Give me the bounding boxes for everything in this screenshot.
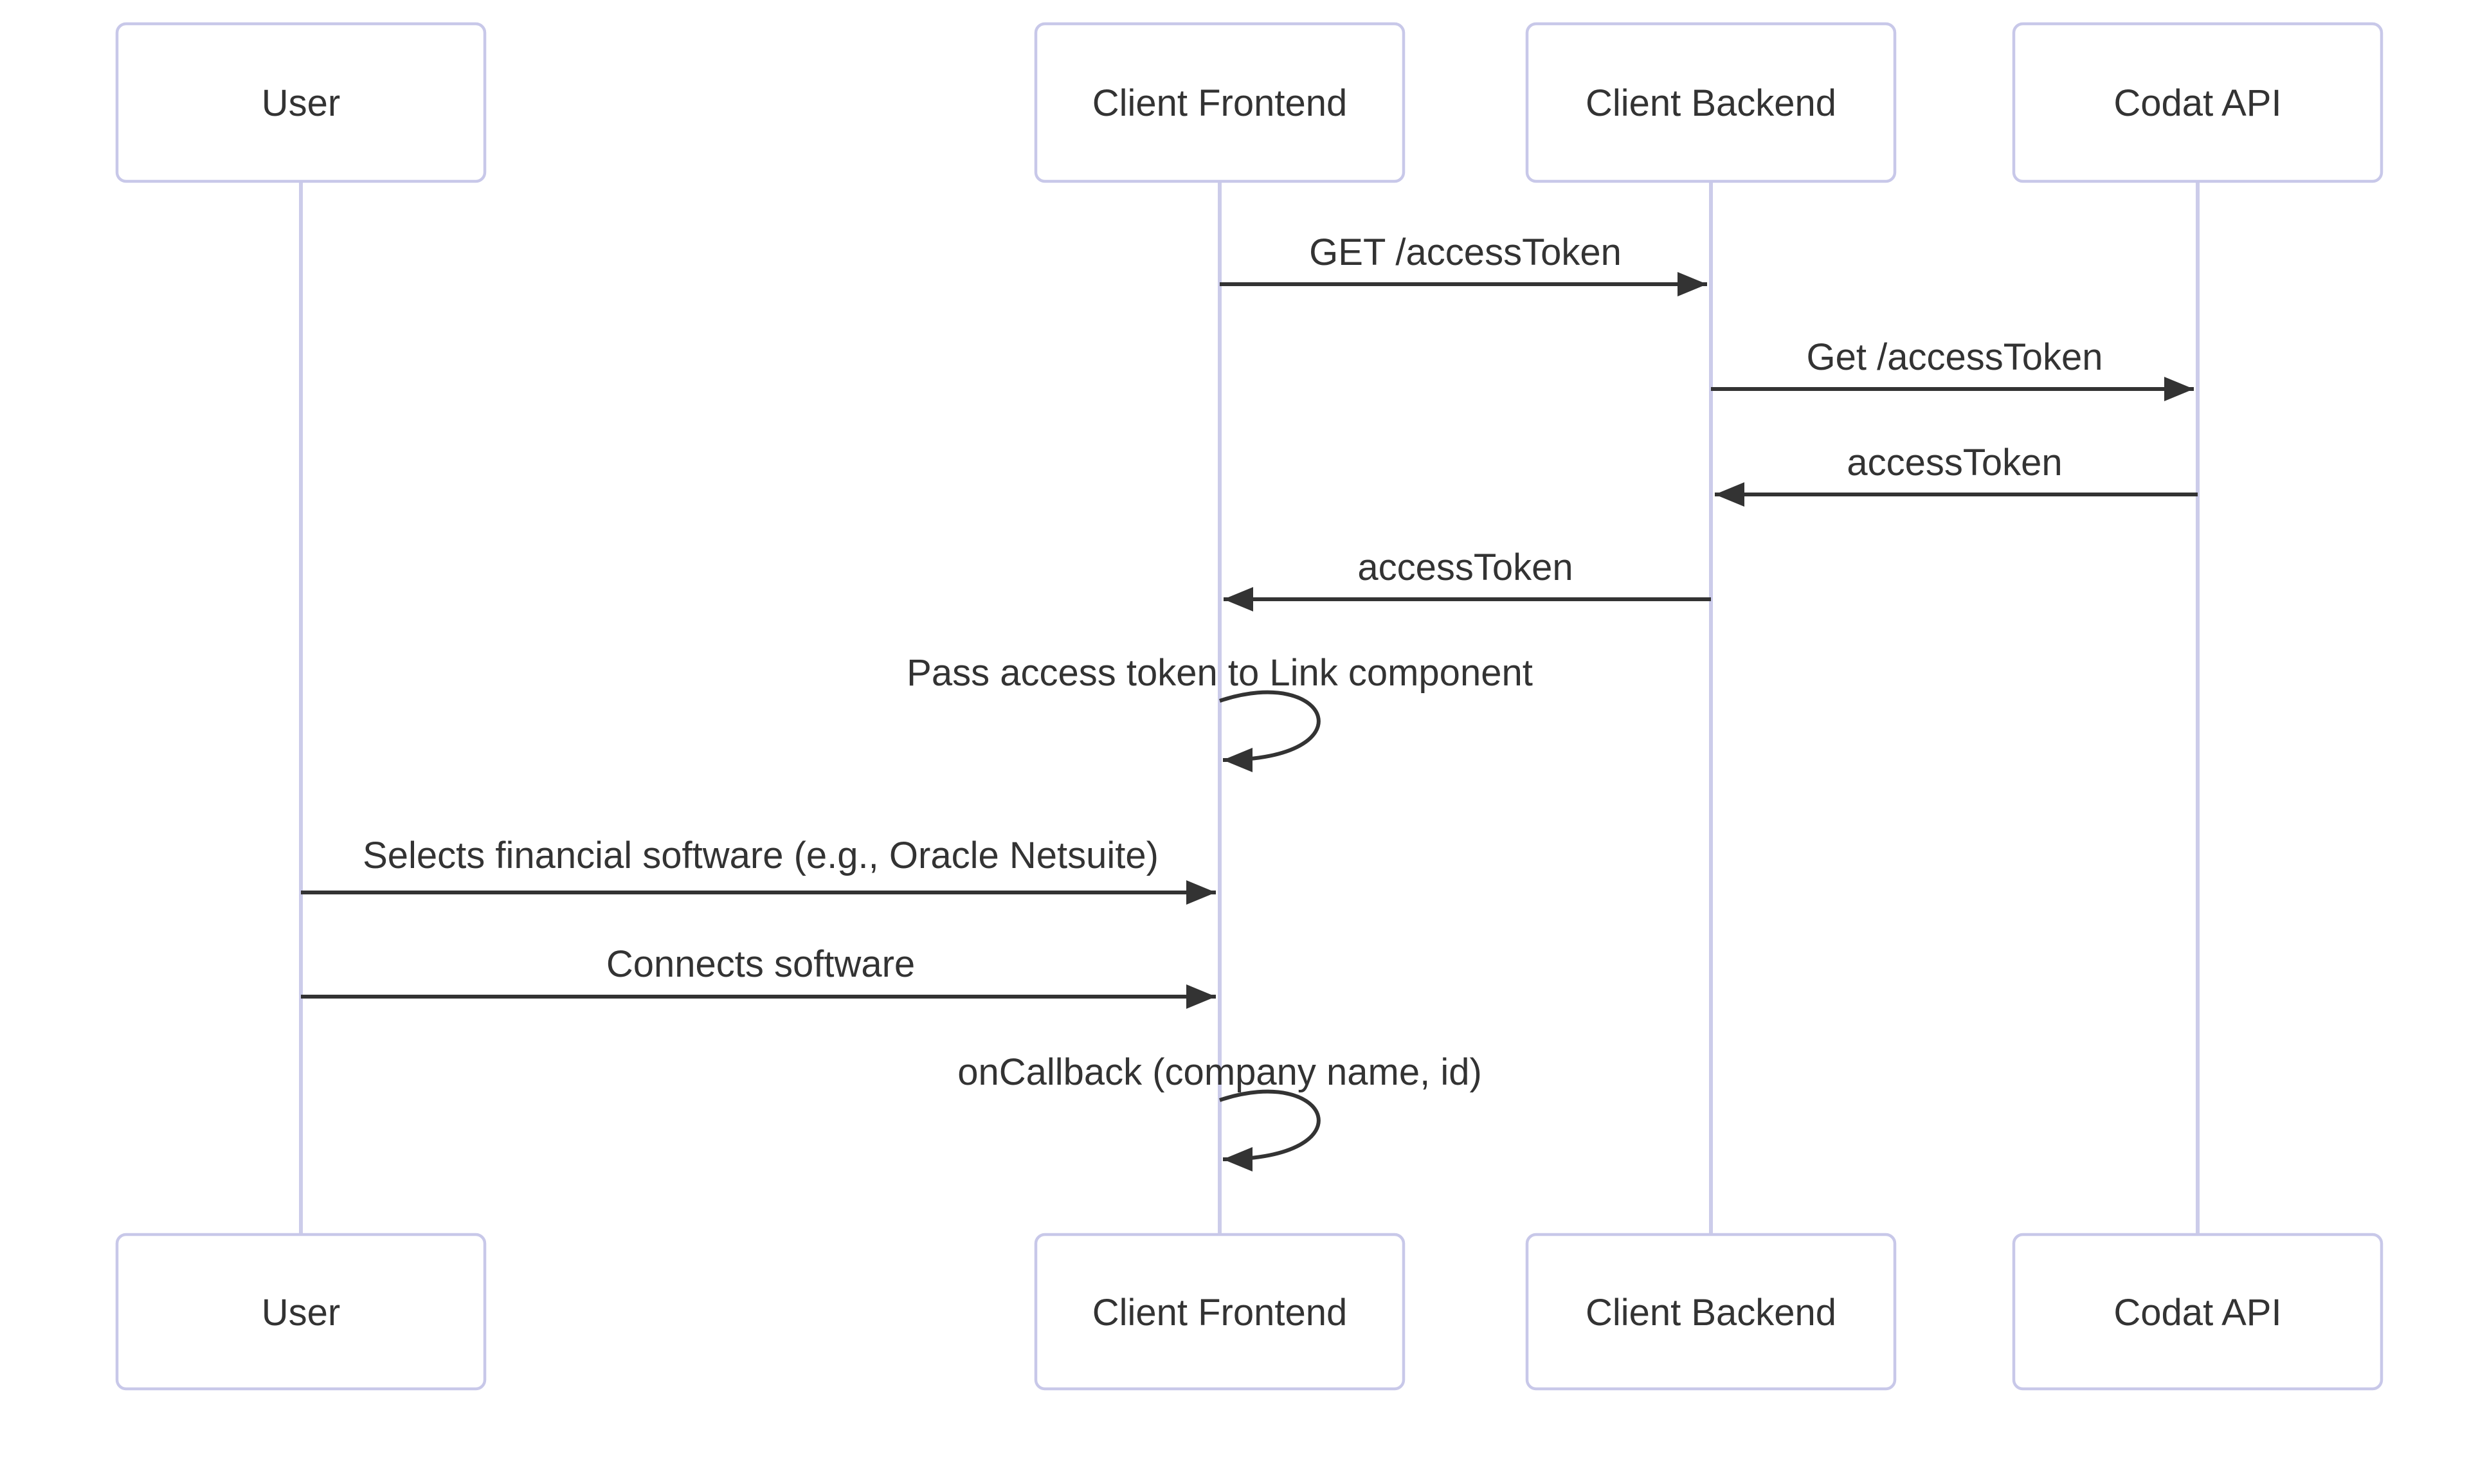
actor-bottom-box-client-backend [1525, 1233, 1897, 1391]
actor-top-box-codat-api [2012, 22, 2383, 183]
message-label-pass-access-token: Pass access token to Link component [907, 652, 1533, 694]
actor-bottom-label-codat-api: Codat API [2113, 1292, 2281, 1334]
actor-row-bottom: User Client Frontend Client Backend Coda… [115, 1233, 2383, 1391]
messages: GET /accessToken Get /accessToken access… [301, 231, 2198, 1172]
actor-bottom-label-user: User [262, 1292, 340, 1334]
message-label-get-accesstoken-codat: Get /accessToken [1807, 336, 2103, 378]
actor-top-label-user: User [262, 82, 340, 124]
actor-top-box-client-backend [1525, 22, 1897, 183]
message-selfloop-pass-access-token [1219, 690, 1321, 772]
actor-top-box-client-frontend [1034, 22, 1406, 183]
message-label-selects-software: Selects financial software (e.g., Oracle… [363, 835, 1159, 876]
lifelines [299, 181, 2200, 1242]
actor-top-label-codat-api: Codat API [2113, 82, 2281, 124]
actor-row-top: User Client Frontend Client Backend Coda… [115, 22, 2383, 183]
actor-top-label-client-backend: Client Backend [1586, 82, 1836, 124]
message-label-get-accesstoken: GET /accessToken [1309, 231, 1622, 273]
actor-bottom-box-client-frontend [1034, 1233, 1406, 1391]
message-label-oncallback: onCallback (company name, id) [957, 1051, 1482, 1093]
message-label-connects-software: Connects software [606, 943, 915, 985]
actor-bottom-box-codat-api [2012, 1233, 2383, 1391]
actor-bottom-label-client-backend: Client Backend [1586, 1292, 1836, 1334]
message-label-accesstoken-frontend: accessToken [1357, 547, 1573, 588]
actor-top-label-client-frontend: Client Frontend [1092, 82, 1348, 124]
message-label-accesstoken-return: accessToken [1847, 442, 2062, 484]
actor-bottom-box-user [115, 1233, 487, 1391]
actor-top-box-user [115, 22, 487, 183]
actor-bottom-label-client-frontend: Client Frontend [1092, 1292, 1348, 1334]
message-selfloop-oncallback [1219, 1089, 1321, 1172]
